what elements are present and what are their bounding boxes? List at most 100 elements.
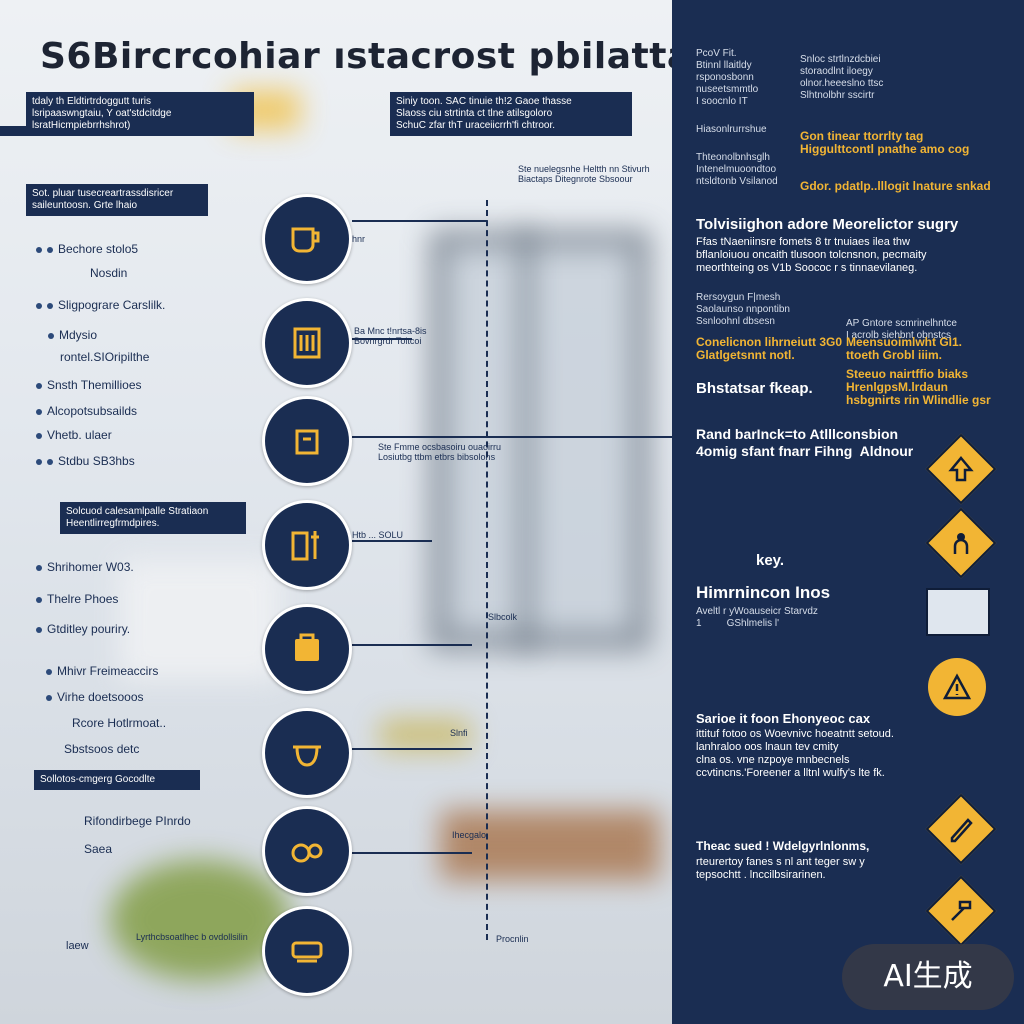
bullet-icon <box>36 302 42 309</box>
panel-highlight: Conelicnon lihrneiutt 3G0 Glatlgetsnnt n… <box>696 335 843 362</box>
bullet-icon <box>46 668 52 675</box>
list-item: Rifondirbege PInrdo <box>84 814 191 828</box>
bullet-icon <box>46 694 52 701</box>
list-item: Thelre Phoes <box>36 592 118 606</box>
list-item: Snsth Themillioes <box>36 378 142 392</box>
person-icon <box>953 533 969 554</box>
step-label: Htb ... SOLU <box>352 530 404 540</box>
list-item: Saea <box>84 842 113 856</box>
up-arrow-icon <box>948 456 974 482</box>
loop-icon <box>291 843 323 863</box>
bullet-icon <box>36 382 42 389</box>
step-circle <box>262 708 352 798</box>
bullet-icon <box>36 408 42 415</box>
list-item: Mhivr Freimeaccirs <box>46 664 158 678</box>
panel-text: AP Gntore scmrinelhntce I acrolb siehbnt… <box>846 318 957 341</box>
window-frame-shape <box>520 230 532 650</box>
bullet-icon <box>36 458 42 465</box>
list-item: Rcore Hotlrmoat.. <box>72 716 167 730</box>
section-box-3: Sollotos-cmgerg Gocodlte <box>34 770 200 790</box>
panel-heading: Himrnincon Inos <box>696 583 831 602</box>
bullet-icon <box>47 458 53 465</box>
panel-heading: Sarioe it foon Ehonyeoc cax <box>696 711 871 726</box>
panel-body: Ffas tNaeniinsre fomets 8 tr tnuiaes ile… <box>696 236 927 274</box>
intro-connector <box>0 126 26 136</box>
list-item: Stdbu SB3hbs <box>36 454 135 468</box>
note-right: Ste nuelegsnhe Heltth nn Stivurh Biactap… <box>518 164 650 184</box>
panel-highlight: Gdor. pdatlp..lllogit lnature snkad <box>800 179 991 193</box>
warning-diamond <box>925 875 997 947</box>
bottom-left-label: laew <box>66 940 89 952</box>
panel-highlight: Meensuoimlwht GI1. ttoeth Grobl iiim. <box>846 335 963 362</box>
bullet-icon <box>47 246 53 253</box>
intro-box-b: Siniy toon. SAC tinuie th!2 Gaoe thasse … <box>390 92 632 136</box>
connector-line <box>352 644 472 646</box>
list-item: Bechore stolo5 <box>36 242 138 256</box>
bullet-icon <box>36 246 42 253</box>
connector-line <box>352 540 432 542</box>
intro-box-a: tdaly th Eldtirtrdoggutt turis lsripaasw… <box>26 92 254 136</box>
panel-highlight: Gon tinear ttorrlty tag Higgulttcontl pn… <box>800 129 970 156</box>
step-label: Slnfi <box>450 728 468 738</box>
list-item: Vhetb. ulaer <box>36 428 112 442</box>
step-circle <box>262 194 352 284</box>
lamp-shape <box>380 720 470 750</box>
bullet-icon <box>36 432 42 439</box>
bullet-icon <box>48 332 54 339</box>
list-item: Alcopotsubsailds <box>36 404 137 418</box>
panel-heading: Theac sued ! Wdelgyrlnlonms, <box>696 839 870 853</box>
bullet-icon <box>36 564 42 571</box>
hammer-icon <box>951 900 972 921</box>
package-icon <box>295 633 319 661</box>
panel-text: Snloc strtlnzdcbiei storaodlnt iloegy ol… <box>800 54 884 101</box>
panel-text: PcoV Fit. Btinnl llaitldy rsponosbonn nu… <box>696 48 759 107</box>
wood-table-shape <box>440 810 660 880</box>
timeline-dashed-line <box>486 200 488 940</box>
cup-icon <box>291 227 320 253</box>
panel-text: Hiasonlrurrshue <box>696 124 767 135</box>
bullet-icon <box>36 626 42 633</box>
key-heading: key. <box>756 552 785 569</box>
warning-diamond <box>925 433 997 505</box>
warning-diamond <box>925 507 997 579</box>
panel-text: Aveltl r yWoauseicr Starvdz 1 GShlmelis … <box>696 606 818 629</box>
connector-line <box>352 338 412 340</box>
bullet-icon <box>36 596 42 603</box>
plant-shape <box>110 860 290 980</box>
step-circle <box>262 806 352 896</box>
building-icon <box>293 327 321 359</box>
panel-highlight: Steeuo nairtffio biaks HrenlgpsM.lrdaun … <box>846 367 991 407</box>
panel-heading: Tolvisiighon adore Meorelictor sugry <box>696 216 959 233</box>
list-item: rontel.SIOripilthe <box>60 350 150 364</box>
step-circle <box>262 604 352 694</box>
list-item: Shrihomer W03. <box>36 560 134 574</box>
panel-body: rteurertoy fanes s nl ant teger sw y tep… <box>696 856 865 881</box>
connector-line <box>352 748 472 750</box>
ai-generated-badge: AI生成 <box>842 944 1014 1010</box>
list-item: Nosdin <box>90 266 128 280</box>
panel-heading: Bhstatsar fkeap. <box>696 380 813 397</box>
section-box-2: Solcuod calesamlpalle Stratiaon Heentlir… <box>60 502 246 534</box>
vehicle-icon <box>291 941 323 963</box>
pot-icon <box>293 745 321 767</box>
page-title: S6Bircrcohiar ıstacrost pbilatta <box>40 36 692 77</box>
step-circle <box>262 500 352 590</box>
pen-icon <box>950 818 973 843</box>
step-circle <box>262 298 352 388</box>
step-label: Ba Mnc t!nrtsa-8is Bovnrgrdr Toitcoi <box>354 326 427 346</box>
list-item: Gtditley pouriry. <box>36 622 130 636</box>
bottom-right-label: Procnlin <box>496 934 529 944</box>
list-item: Mdysio <box>48 328 97 342</box>
sofa-shape <box>120 560 280 680</box>
panel-text: Thteonolbnhsglh Intenelmuoondtoo ntsldto… <box>696 152 778 187</box>
alert-badge <box>928 658 986 716</box>
triangle-alert-icon <box>942 673 972 700</box>
step-label: Ihecgalo <box>452 830 487 840</box>
warning-diamond <box>925 793 997 865</box>
tools-icon <box>291 531 319 561</box>
list-item: Sligpograre Carslilk. <box>36 298 165 312</box>
panel-text: Rersoygun F|mesh Saolaunso nnpontibn Ssn… <box>696 292 790 327</box>
connector-line <box>352 436 672 438</box>
bottom-center-label: Lyrthcbsoatlhec b ovdollsilin <box>136 932 248 942</box>
step-label: Slbcolk <box>488 612 518 622</box>
